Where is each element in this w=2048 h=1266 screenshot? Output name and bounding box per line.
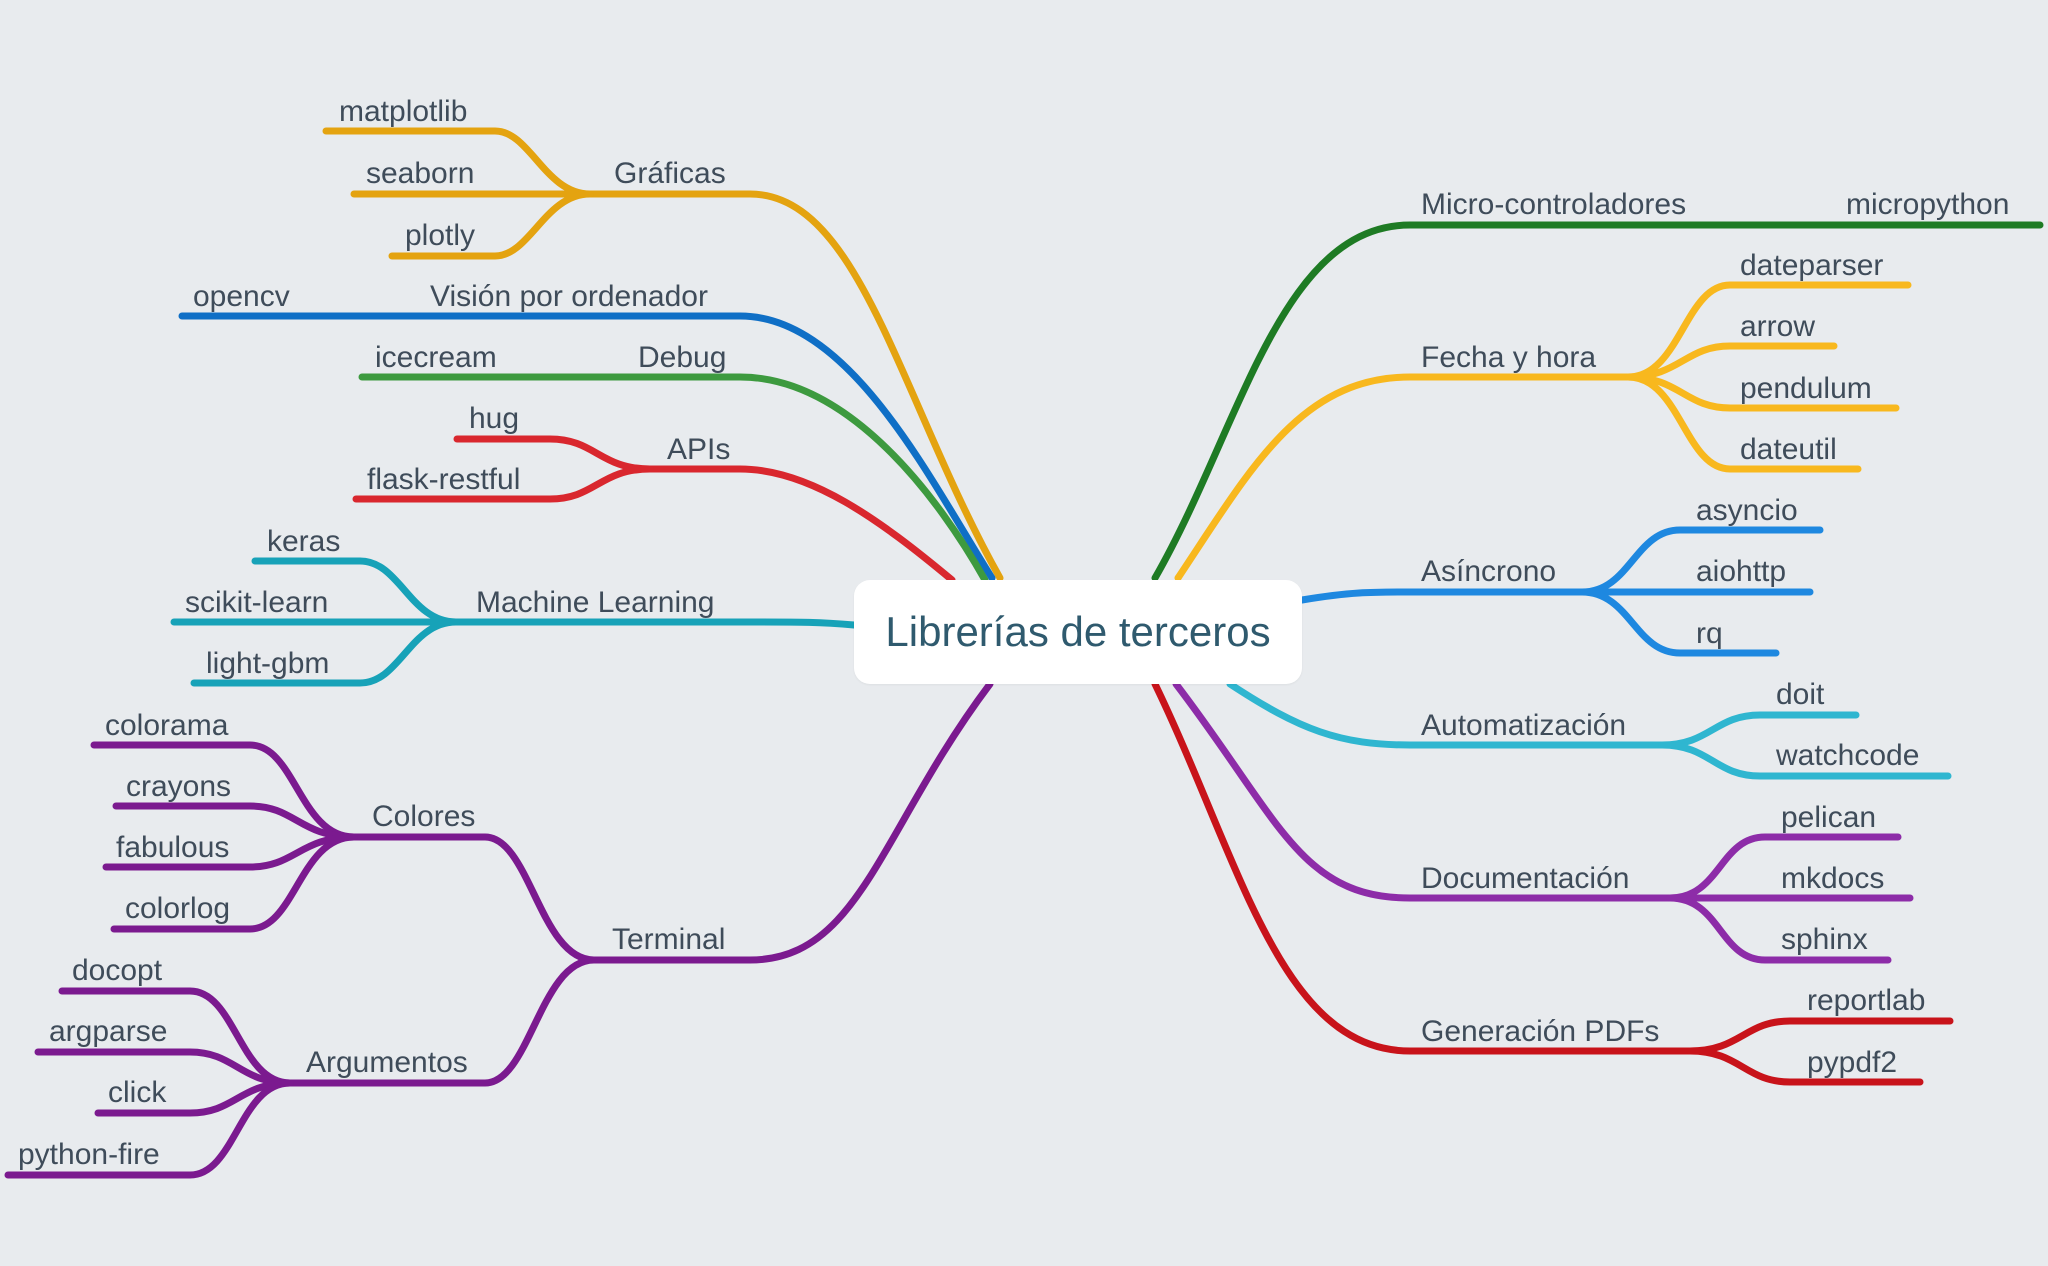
- node-argumentos[interactable]: Argumentos: [306, 1046, 468, 1079]
- leaf-light-gbm[interactable]: light-gbm: [206, 647, 329, 680]
- node-vision[interactable]: Visión por ordenador: [430, 280, 708, 313]
- leaf-fabulous[interactable]: fabulous: [116, 831, 229, 864]
- branch-argumentos: [4, 987, 294, 1179]
- central-title: Librerías de terceros: [885, 608, 1271, 655]
- branch-graficas: [322, 127, 1004, 582]
- branch-pdfs: [1151, 680, 1954, 1086]
- connector-dateutil: [1624, 373, 1862, 473]
- leaf-icecream[interactable]: icecream: [375, 341, 497, 374]
- connector-pypdf2: [1686, 1047, 1924, 1086]
- leaf-flask-restful[interactable]: flask-restful: [367, 463, 520, 496]
- leaf-watchcode[interactable]: watchcode: [1775, 739, 1919, 772]
- connector-light-gbm: [190, 618, 460, 687]
- leaf-pendulum[interactable]: pendulum: [1740, 372, 1872, 405]
- branch-asincrono: [1298, 526, 1824, 657]
- node-asincrono[interactable]: Asíncrono: [1421, 555, 1556, 588]
- connector-documentacion: [1172, 680, 1674, 902]
- connector-automatizacion: [1226, 680, 1666, 749]
- connector-colorlog: [110, 833, 358, 933]
- leaf-argparse[interactable]: argparse: [49, 1015, 167, 1048]
- branch-colores: [90, 741, 358, 933]
- connector-apis: [646, 465, 956, 584]
- leaf-crayons[interactable]: crayons: [126, 770, 231, 803]
- leaf-scikit-learn[interactable]: scikit-learn: [185, 586, 328, 619]
- branch-automatizacion: [1226, 680, 1952, 780]
- node-debug[interactable]: Debug: [638, 341, 726, 374]
- branch-micro: [1151, 221, 2044, 582]
- leaf-python-fire[interactable]: python-fire: [18, 1138, 160, 1171]
- node-pdfs[interactable]: Generación PDFs: [1421, 1015, 1659, 1048]
- leaf-dateparser[interactable]: dateparser: [1740, 249, 1883, 282]
- connector-sphinx: [1666, 894, 1892, 964]
- branch-documentacion: [1172, 680, 1914, 964]
- leaf-sphinx[interactable]: sphinx: [1781, 923, 1868, 956]
- leaf-pypdf2[interactable]: pypdf2: [1807, 1046, 1897, 1079]
- node-colores[interactable]: Colores: [372, 800, 475, 833]
- leaf-pelican[interactable]: pelican: [1781, 801, 1876, 834]
- connector-pdfs: [1151, 680, 1694, 1055]
- branch-apis: [352, 435, 956, 584]
- branch-ml: [170, 557, 858, 687]
- leaf-plotly[interactable]: plotly: [405, 219, 475, 252]
- connector-plotly: [388, 190, 594, 260]
- leaf-matplotlib[interactable]: matplotlib: [339, 95, 467, 128]
- node-graficas[interactable]: Gráficas: [614, 157, 726, 190]
- node-documentacion[interactable]: Documentación: [1421, 862, 1629, 895]
- branch-vision: [178, 312, 996, 582]
- leaf-colorama[interactable]: colorama: [105, 709, 229, 742]
- connector-debug: [621, 373, 989, 584]
- node-terminal[interactable]: Terminal: [612, 923, 725, 956]
- connector-terminal: [590, 680, 994, 964]
- leaf-arrow[interactable]: arrow: [1740, 310, 1815, 343]
- leaf-mkdocs[interactable]: mkdocs: [1781, 862, 1884, 895]
- leaf-hug[interactable]: hug: [469, 402, 519, 435]
- leaf-doit[interactable]: doit: [1776, 678, 1825, 711]
- leaf-keras[interactable]: keras: [267, 525, 340, 558]
- connector-fecha: [1174, 373, 1632, 582]
- leaf-seaborn[interactable]: seaborn: [366, 157, 474, 190]
- leaf-aiohttp[interactable]: aiohttp: [1696, 555, 1786, 588]
- leaf-docopt[interactable]: docopt: [72, 954, 163, 987]
- leaf-asyncio[interactable]: asyncio: [1696, 494, 1798, 527]
- leaf-dateutil[interactable]: dateutil: [1740, 433, 1837, 466]
- connector-colores: [350, 833, 598, 964]
- branch-fecha: [1174, 281, 1912, 582]
- leaf-micropython[interactable]: micropython: [1846, 188, 2009, 221]
- leaf-opencv[interactable]: opencv: [193, 280, 290, 313]
- connector-graficas: [586, 190, 1004, 582]
- connector-vision: [416, 312, 996, 582]
- node-automatizacion[interactable]: Automatización: [1421, 709, 1626, 742]
- branch-debug: [358, 373, 989, 584]
- node-ml[interactable]: Machine Learning: [476, 586, 715, 619]
- branch-terminal: [286, 680, 994, 1087]
- connector-rq: [1578, 588, 1780, 657]
- leaf-colorlog[interactable]: colorlog: [125, 892, 230, 925]
- connector-watchcode: [1658, 741, 1952, 780]
- connector-asincrono: [1298, 588, 1586, 604]
- connector-python-fire: [4, 1079, 294, 1179]
- leaf-reportlab[interactable]: reportlab: [1807, 984, 1925, 1017]
- central-node[interactable]: Librerías de terceros: [854, 580, 1302, 684]
- node-fecha[interactable]: Fecha y hora: [1421, 341, 1596, 374]
- connector-argumentos: [286, 956, 598, 1087]
- connector-flask-restful: [352, 465, 654, 503]
- leaf-rq[interactable]: rq: [1696, 617, 1723, 650]
- node-micro[interactable]: Micro-controladores: [1421, 188, 1686, 221]
- connector-ml: [452, 618, 858, 629]
- node-apis[interactable]: APIs: [667, 433, 730, 466]
- leaf-click[interactable]: click: [108, 1076, 167, 1109]
- connector-micro: [1151, 221, 1729, 582]
